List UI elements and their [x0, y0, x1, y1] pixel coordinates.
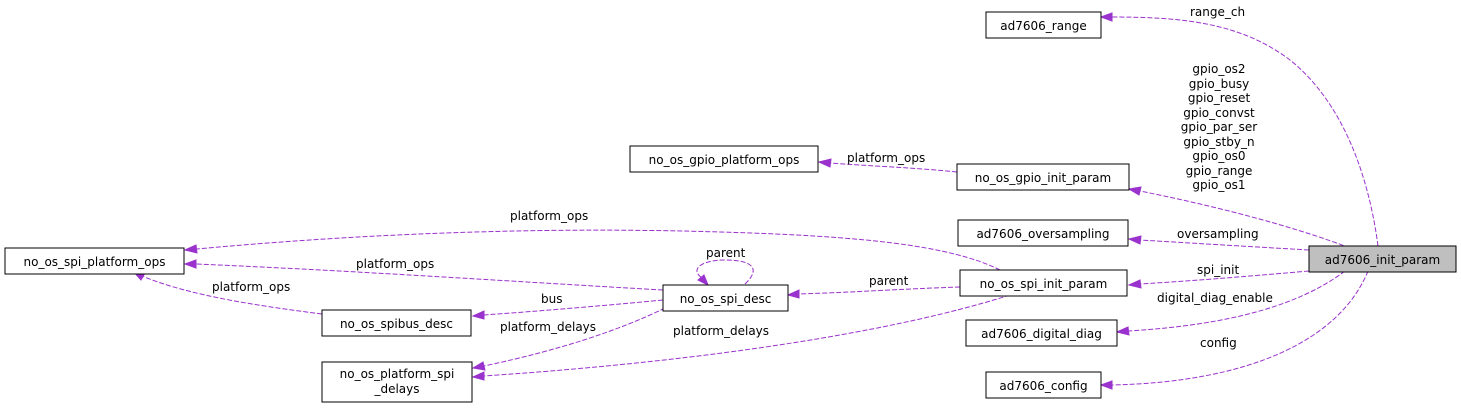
edge-bus: bus [471, 292, 664, 320]
edge-label-parent: parent [869, 274, 909, 288]
edge-label-spibus-platform-ops: platform_ops [212, 280, 290, 294]
edge-oversampling: oversampling [1127, 227, 1310, 251]
node-label-ad7606-oversampling: ad7606_oversampling [976, 227, 1109, 241]
node-no-os-spi-init-param[interactable]: no_os_spi_init_param [959, 269, 1128, 297]
edge-label-digital-diag-enable: digital_diag_enable [1157, 291, 1273, 305]
edge-spi-init-platform-ops: platform_ops [183, 209, 1001, 271]
node-label-ad7606-config: ad7606_config [999, 379, 1087, 393]
edge-parent: parent [786, 274, 961, 299]
edge-spi-desc-platform-ops: platform_ops [183, 257, 664, 291]
edge-label-oversampling: oversampling [1177, 227, 1259, 241]
edge-digital-diag-enable: digital_diag_enable [1115, 270, 1346, 336]
node-ad7606-digital-diag[interactable]: ad7606_digital_diag [965, 319, 1118, 347]
edge-label-config: config [1200, 336, 1237, 350]
node-no-os-spi-desc[interactable]: no_os_spi_desc [662, 284, 789, 312]
edge-label-spi-init-platform-ops: platform_ops [510, 209, 588, 223]
node-label-no-os-gpio-platform-ops: no_os_gpio_platform_ops [649, 153, 800, 167]
node-label-ad7606-range: ad7606_range [1000, 19, 1086, 33]
edge-label-gpio-reset: gpio_reset [1188, 91, 1251, 105]
edge-label-gpio-platform-ops: platform_ops [847, 151, 925, 165]
edge-label-gpio-os1: gpio_os1 [1192, 178, 1245, 192]
node-no-os-gpio-init-param[interactable]: no_os_gpio_init_param [956, 163, 1130, 191]
edge-spi-desc-platform-delays: platform_delays [471, 307, 666, 371]
edge-label-spi-init-platform-delays: platform_delays [673, 324, 769, 338]
node-no-os-spibus-desc[interactable]: no_os_spibus_desc [321, 309, 472, 337]
node-label-no-os-spi-platform-ops: no_os_spi_platform_ops [24, 255, 166, 269]
edge-label-gpio-os0: gpio_os0 [1192, 149, 1245, 163]
node-label-ad7606-digital-diag: ad7606_digital_diag [981, 327, 1102, 341]
edge-label-bus: bus [541, 292, 562, 306]
edge-label-spi-desc-platform-ops: platform_ops [356, 257, 434, 271]
node-label-no-os-platform-spi-delays-line2: _delays [373, 382, 419, 396]
node-no-os-gpio-platform-ops[interactable]: no_os_gpio_platform_ops [629, 145, 819, 173]
edge-config: config [1099, 270, 1369, 390]
edge-label-gpio-stby-n: gpio_stby_n [1183, 135, 1254, 149]
node-label-no-os-spi-init-param: no_os_spi_init_param [980, 277, 1108, 291]
node-label-no-os-spi-desc: no_os_spi_desc [680, 292, 772, 306]
node-ad7606-config[interactable]: ad7606_config [985, 371, 1102, 399]
edge-spi-init-platform-delays: platform_delays [471, 294, 1011, 381]
node-label-ad7606-init-param: ad7606_init_param [1325, 253, 1440, 267]
node-ad7606-init-param[interactable]: ad7606_init_param [1308, 245, 1457, 273]
edge-label-gpio-os2: gpio_os2 [1192, 62, 1245, 76]
node-no-os-spi-platform-ops[interactable]: no_os_spi_platform_ops [4, 247, 185, 275]
edge-label-spi-init: spi_init [1197, 263, 1239, 277]
node-label-no-os-gpio-init-param: no_os_gpio_init_param [975, 171, 1111, 185]
edge-parent-self: parent [696, 246, 754, 287]
edge-gpio-fields: gpio_os2 gpio_busy gpio_reset gpio_convs… [1127, 62, 1351, 249]
edge-label-gpio-busy: gpio_busy [1189, 77, 1250, 91]
node-label-no-os-spibus-desc: no_os_spibus_desc [340, 317, 453, 331]
edge-label-range-ch: range_ch [1190, 5, 1245, 19]
node-label-no-os-platform-spi-delays-line1: no_os_platform_spi [340, 367, 455, 381]
edge-spibus-platform-ops: platform_ops [131, 270, 323, 315]
edge-label-parent-self: parent [706, 246, 746, 260]
edge-range-ch: range_ch [1099, 5, 1379, 247]
node-ad7606-oversampling[interactable]: ad7606_oversampling [957, 219, 1129, 247]
edge-label-gpio-convst: gpio_convst [1183, 106, 1255, 120]
edge-label-gpio-range: gpio_range [1186, 164, 1253, 178]
edge-gpio-platform-ops: platform_ops [817, 151, 958, 173]
edge-label-spi-desc-platform-delays: platform_delays [500, 320, 596, 334]
node-ad7606-range[interactable]: ad7606_range [985, 11, 1102, 39]
edge-spi-init: spi_init [1127, 263, 1310, 289]
edge-label-gpio-par-ser: gpio_par_ser [1181, 120, 1257, 134]
node-no-os-platform-spi-delays[interactable]: no_os_platform_spi _delays [321, 361, 473, 403]
